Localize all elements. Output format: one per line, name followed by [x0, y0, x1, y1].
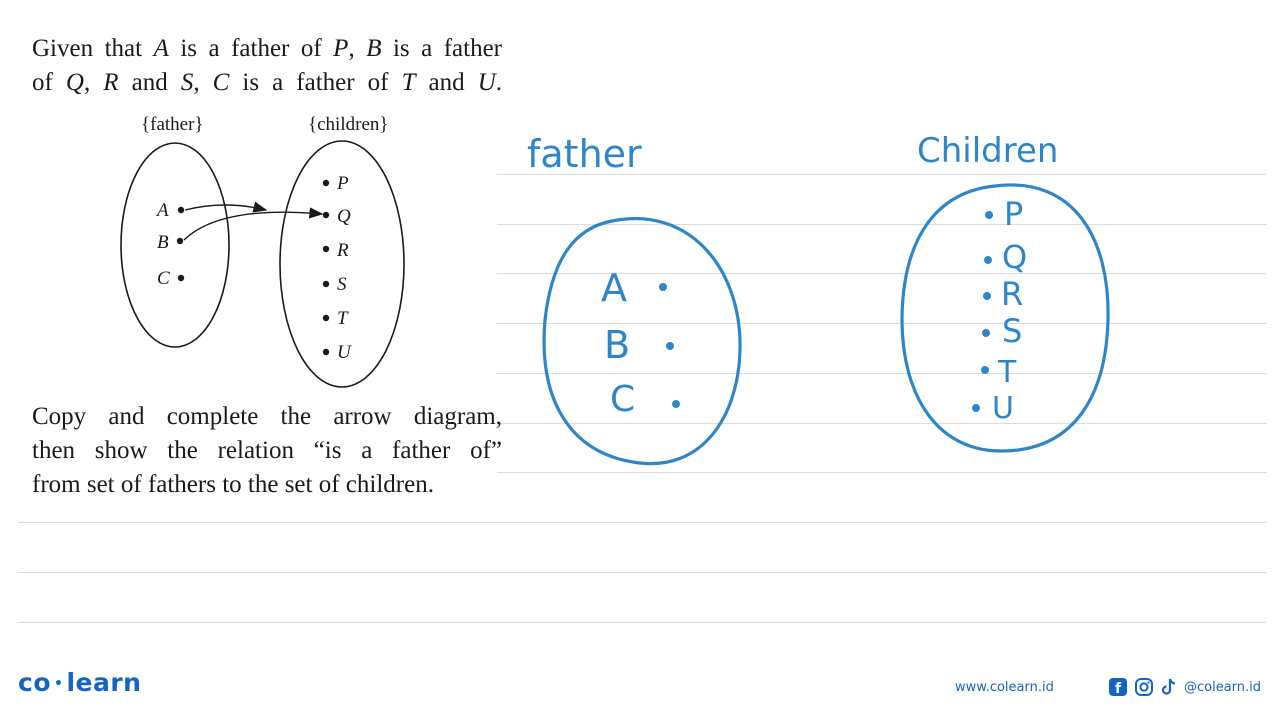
printed-dot-b: [176, 237, 184, 245]
handwritten-children-heading: Children: [917, 131, 1058, 171]
printed-child-p: P: [337, 173, 349, 194]
logo-dot-icon: •: [54, 676, 64, 692]
instagram-icon[interactable]: [1135, 678, 1153, 696]
printed-father-c: C: [157, 268, 170, 289]
question-intro-line-1: Given that A is a father of P, B is a fa…: [32, 35, 503, 62]
rule-line: [18, 622, 1267, 623]
handwritten-child-r: R: [1001, 275, 1023, 313]
handwritten-father-heading: father: [527, 132, 642, 176]
handwritten-father-a: A: [601, 266, 627, 310]
instruction-line-2: then show the relation “is a father of”: [32, 437, 502, 464]
instruction-line-3: from set of fathers to the set of childr…: [32, 471, 434, 498]
handwritten-dot-a: [659, 283, 667, 291]
printed-dot-a: [177, 206, 185, 214]
arrow-b-to-q: [183, 207, 324, 241]
handwritten-father-c: C: [610, 379, 635, 420]
printed-dot-r: [322, 245, 330, 253]
handwritten-dot-t: [981, 366, 989, 374]
printed-dot-q: [322, 211, 330, 219]
tiktok-icon[interactable]: [1160, 678, 1178, 696]
rule-line: [497, 423, 1267, 424]
handwritten-dot-p: [985, 211, 993, 219]
rule-line: [18, 522, 1267, 523]
rule-line: [497, 323, 1267, 324]
rule-line: [497, 373, 1267, 374]
handwritten-dot-s: [982, 329, 990, 337]
father-set-oval: [120, 142, 230, 348]
website-link[interactable]: www.colearn.id: [955, 680, 1054, 695]
printed-child-r: R: [337, 240, 349, 261]
printed-child-q: Q: [337, 206, 351, 227]
arrow-a-to-p: [184, 201, 268, 213]
handwritten-child-q: Q: [1002, 238, 1027, 276]
handwritten-dot-c: [672, 400, 680, 408]
handwritten-dot-b: [666, 342, 674, 350]
printed-dot-u: [322, 348, 330, 356]
printed-dot-c: [177, 274, 185, 282]
colearn-logo[interactable]: co•learn: [18, 668, 142, 697]
rule-line: [497, 273, 1267, 274]
printed-dot-s: [322, 280, 330, 288]
handwritten-dot-r: [983, 292, 991, 300]
children-set-label: {children}: [308, 114, 389, 135]
handwritten-dot-u: [972, 404, 980, 412]
printed-dot-t: [322, 314, 330, 322]
rule-line: [18, 572, 1267, 573]
handwritten-child-t: T: [997, 355, 1017, 390]
facebook-icon[interactable]: f: [1109, 678, 1127, 697]
handwritten-father-oval: [542, 217, 742, 466]
handwritten-child-p: P: [1004, 195, 1023, 233]
rule-line: [497, 472, 1267, 473]
social-handle[interactable]: @colearn.id: [1184, 680, 1262, 695]
handwritten-dot-q: [984, 256, 992, 264]
svg-text:f: f: [1115, 681, 1122, 696]
printed-child-s: S: [337, 274, 347, 295]
handwritten-children-oval: [900, 183, 1110, 453]
rule-line: [497, 224, 1267, 225]
printed-child-t: T: [337, 308, 348, 329]
printed-dot-p: [322, 179, 330, 187]
handwritten-father-b: B: [604, 323, 630, 367]
instruction-line-1: Copy and complete the arrow diagram,: [32, 403, 502, 430]
printed-father-b: B: [157, 232, 169, 253]
rule-line: [497, 174, 1267, 175]
father-set-label: {father}: [141, 114, 204, 135]
handwritten-child-u: U: [992, 391, 1014, 426]
printed-child-u: U: [337, 342, 351, 363]
printed-father-a: A: [157, 200, 169, 221]
handwritten-child-s: S: [1002, 312, 1022, 350]
question-intro-line-2: of Q, R and S, C is a father of T and U.: [32, 69, 503, 96]
children-set-oval: [279, 140, 405, 388]
